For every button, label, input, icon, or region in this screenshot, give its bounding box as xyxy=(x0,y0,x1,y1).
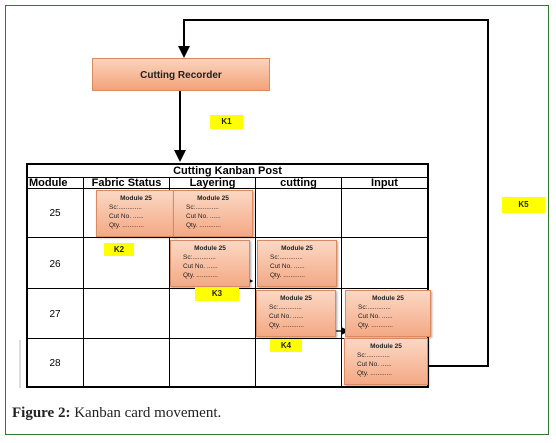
figure-caption: Figure 2: Kanban card movement. xyxy=(12,405,221,422)
k1-label: K1 xyxy=(210,115,243,129)
post-title: Cutting Kanban Post xyxy=(173,165,282,177)
divider xyxy=(169,177,170,386)
row-label-25: 25 xyxy=(49,208,61,219)
cutting-recorder-box: Cutting Recorder xyxy=(92,58,270,91)
divider xyxy=(28,338,427,339)
caption-figure-number: Figure 2: xyxy=(12,405,71,421)
k3-label: K3 xyxy=(195,287,239,301)
figure-frame xyxy=(5,5,549,435)
divider xyxy=(83,177,84,386)
k4-label: K4 xyxy=(270,339,302,352)
k5-return-arrow xyxy=(178,19,489,367)
divider xyxy=(28,188,427,189)
cutting-kanban-post: Cutting Kanban Post Module Fabric Status… xyxy=(26,163,429,388)
divider xyxy=(255,177,256,386)
col-header-module: Module xyxy=(29,177,68,189)
divider xyxy=(341,177,342,386)
divider xyxy=(28,177,427,178)
col-header-cutting: cutting xyxy=(280,177,317,189)
divider xyxy=(19,340,21,388)
row-label-28: 28 xyxy=(49,358,61,369)
k2-label: K2 xyxy=(104,243,134,256)
caption-text: Kanban card movement. xyxy=(70,405,222,421)
row-label-26: 26 xyxy=(49,259,61,270)
col-header-layering: Layering xyxy=(189,177,236,189)
col-header-input: Input xyxy=(371,177,398,189)
col-header-fabric-status: Fabric Status xyxy=(91,177,162,189)
k5-label: K5 xyxy=(502,197,545,213)
divider xyxy=(28,237,427,238)
row-label-27: 27 xyxy=(49,309,61,320)
